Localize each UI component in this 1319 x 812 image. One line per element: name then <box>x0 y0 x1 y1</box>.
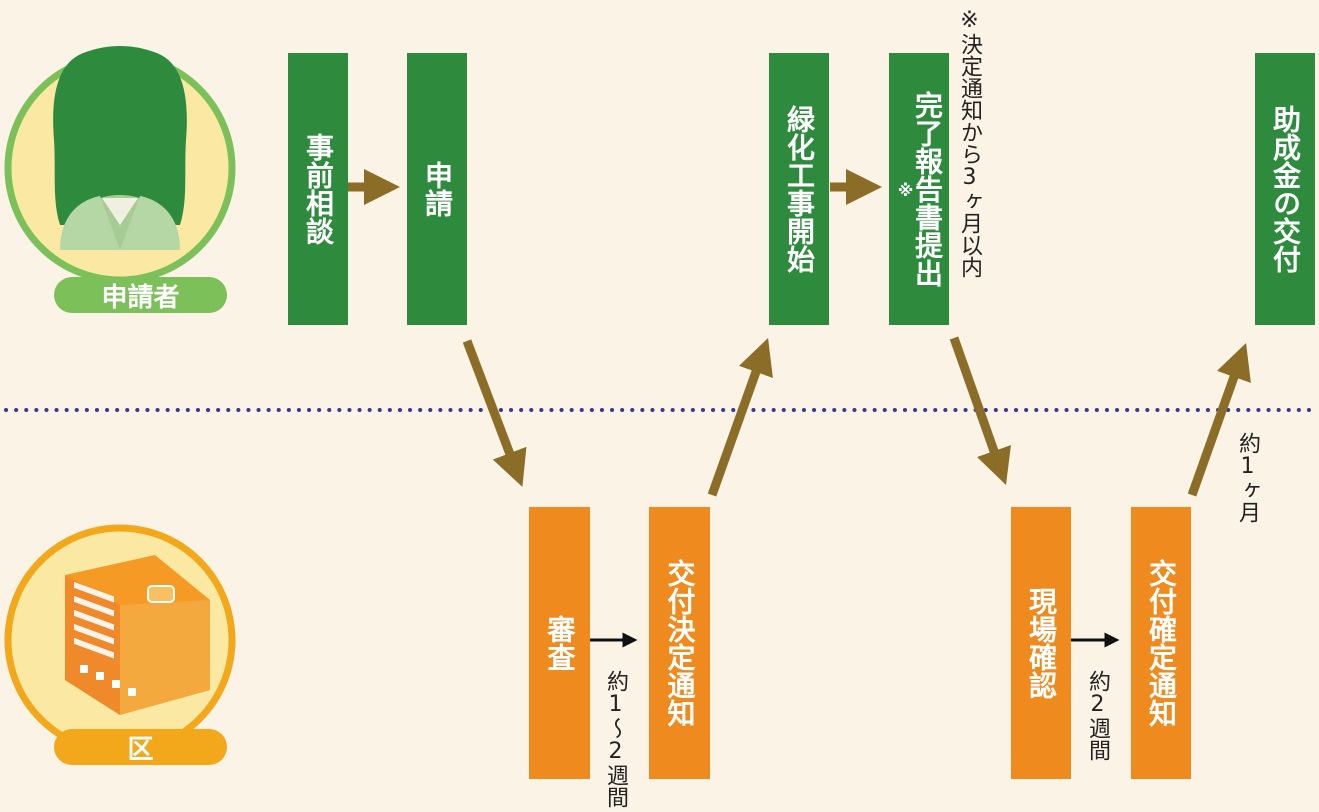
arrow-final-to-grant <box>1187 343 1251 497</box>
ward-avatar <box>4 524 236 756</box>
step-start-work: 緑化工事開始 <box>769 53 829 325</box>
step-report-mark: ※ <box>896 180 915 200</box>
step-decision: 交付決定通知 <box>649 507 710 779</box>
step-report: 完了報告書提出 ※ <box>889 53 949 325</box>
step-report-label: 完了報告書提出 <box>911 91 944 287</box>
step-review: 審査 <box>529 507 590 779</box>
note-review-time: 約1〜2週間 <box>603 670 628 808</box>
arrow-apply-to-review <box>462 339 527 487</box>
applicant-label: 申請者 <box>54 277 227 313</box>
arrow-report-to-check <box>949 336 1011 485</box>
step-site-check: 現場確認 <box>1011 507 1071 779</box>
note-grant-time: 約1ヶ月 <box>1235 432 1260 523</box>
step-final: 交付確定通知 <box>1131 507 1191 779</box>
ward-label: 区 <box>54 729 227 765</box>
applicant-avatar <box>4 46 236 284</box>
step-consult: 事前相談 <box>288 53 348 325</box>
step-grant: 助成金の交付 <box>1255 53 1315 325</box>
note-report-deadline: ※決定通知から3ヶ月以内 <box>957 8 982 278</box>
note-check-time: 約2週間 <box>1085 670 1110 761</box>
arrow-decision-to-start <box>707 338 773 497</box>
step-apply: 申請 <box>407 53 467 325</box>
